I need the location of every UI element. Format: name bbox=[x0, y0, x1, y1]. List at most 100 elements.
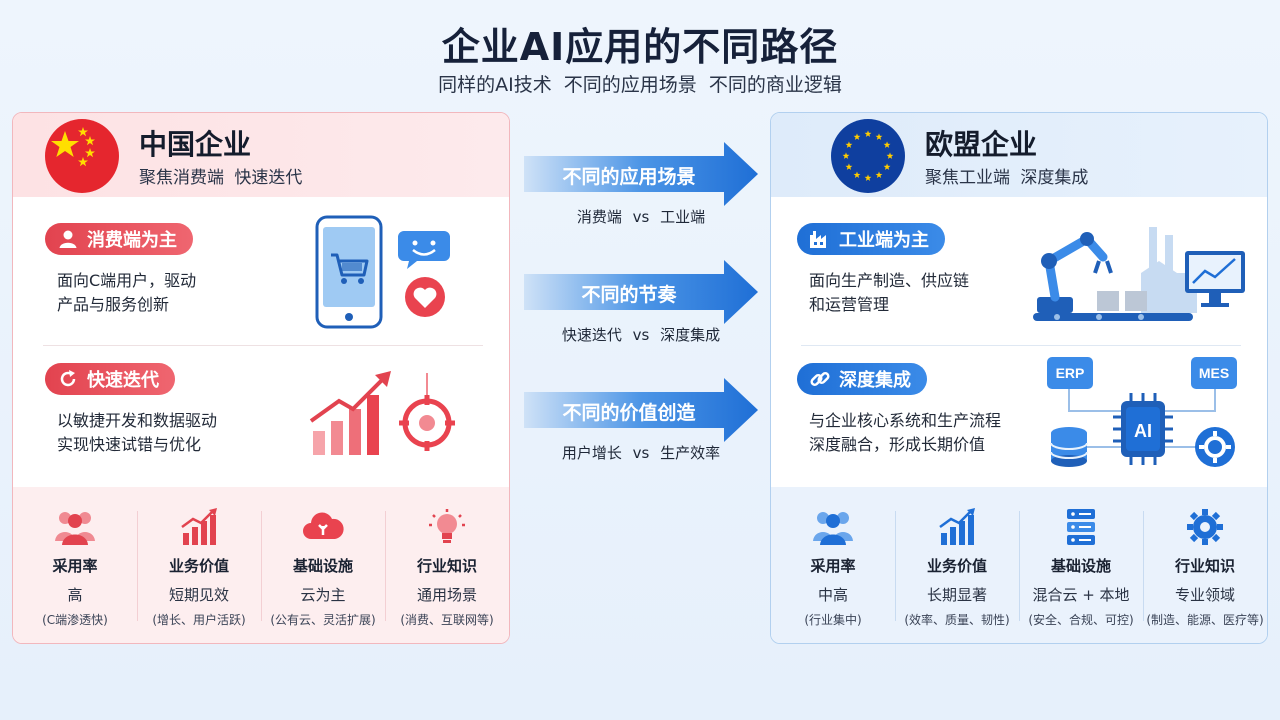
eu-title: 欧盟企业 bbox=[925, 128, 1038, 161]
china-divider bbox=[43, 345, 483, 346]
comparison-label: 不同的节奏 bbox=[581, 284, 677, 306]
eu-metrics: 采用率 中高 (行业集中) 业务价值 长期显著 (效率、质量、韧性) 基础设施 … bbox=[771, 487, 1267, 643]
eu-feature2-desc-line2: 深度融合，形成长期价值 bbox=[809, 435, 986, 454]
china-feature1-desc-line2: 产品与服务创新 bbox=[57, 295, 170, 314]
china-feature2-badge: 快速迭代 bbox=[45, 363, 175, 395]
eu-flag-star bbox=[845, 163, 853, 170]
monitor-chart-icon bbox=[1185, 251, 1245, 307]
cloud-icon bbox=[261, 507, 385, 547]
china-metric-industry-knowledge: 行业知识 通用场景 (消费、互联网等) bbox=[385, 487, 509, 643]
erp-label: ERP bbox=[1056, 365, 1085, 381]
china-feature1-desc: 面向C端用户，驱动 产品与服务创新 bbox=[57, 269, 196, 317]
metric-label: 行业知识 bbox=[1174, 557, 1235, 575]
page-title: 企业AI应用的不同路径 bbox=[441, 25, 839, 69]
bar-chart-icon bbox=[137, 507, 261, 547]
eu-flag-star bbox=[853, 133, 861, 140]
metric-note: (效率、质量、韧性) bbox=[904, 613, 1010, 627]
metric-value: 云为主 bbox=[300, 586, 346, 604]
user-icon bbox=[57, 228, 79, 250]
eu-flag-star bbox=[875, 171, 883, 178]
bar-chart-icon bbox=[895, 507, 1019, 547]
eu-flag-star bbox=[875, 133, 883, 140]
metric-note: (消费、互联网等) bbox=[400, 613, 494, 627]
china-flag-icon bbox=[45, 119, 119, 193]
erp-box bbox=[1047, 357, 1093, 389]
china-feature2-desc-line1: 以敏捷开发和数据驱动 bbox=[57, 411, 218, 430]
comparison-arrow-pace: 不同的节奏 bbox=[524, 260, 758, 324]
eu-feature2-label: 深度集成 bbox=[839, 370, 911, 391]
metric-label: 基础设施 bbox=[1050, 557, 1111, 575]
eu-feature2-desc: 与企业核心系统和生产流程 深度融合，形成长期价值 bbox=[809, 409, 1001, 457]
comparison-vs-pace: 快速迭代 vs 深度集成 bbox=[561, 326, 721, 344]
ai-chip-icon: AI bbox=[1113, 393, 1173, 465]
eu-metric-adoption: 采用率 中高 (行业集中) bbox=[771, 487, 895, 643]
china-metrics: 采用率 高 (C端渗透快) 业务价值 短期见效 (增长、用户活跃) 基础设施 云… bbox=[13, 487, 509, 643]
conveyor-icon bbox=[1033, 291, 1193, 321]
eu-feature1-badge: 工业端为主 bbox=[797, 223, 945, 255]
china-feature2-desc: 以敏捷开发和数据驱动 实现快速试错与优化 bbox=[57, 409, 217, 457]
comparison-arrow-value: 不同的价值创造 bbox=[524, 378, 758, 442]
users-icon bbox=[13, 507, 137, 547]
comparison-vs-scenario: 消费端 vs 工业端 bbox=[576, 208, 706, 226]
metric-value: 混合云 + 本地 bbox=[1032, 586, 1130, 604]
lightbulb-icon bbox=[385, 507, 509, 547]
eu-feature1-desc-line1: 面向生产制造、供应链 bbox=[809, 271, 970, 290]
metric-label: 行业知识 bbox=[416, 557, 477, 575]
metric-value: 中高 bbox=[817, 586, 848, 604]
page-subtitle: 同样的AI技术 不同的应用场景 不同的商业逻辑 bbox=[438, 74, 842, 96]
china-subtitle: 聚焦消费端 快速迭代 bbox=[139, 168, 303, 188]
metric-value: 专业领域 bbox=[1174, 586, 1235, 604]
phone-shopping-illustration bbox=[315, 215, 450, 329]
eu-divider bbox=[801, 345, 1241, 346]
metric-label: 业务价值 bbox=[168, 557, 229, 575]
metric-note: (C端渗透快) bbox=[42, 613, 108, 627]
metric-label: 采用率 bbox=[810, 557, 856, 575]
smile-bubble-icon bbox=[398, 231, 450, 269]
eu-flag-star bbox=[864, 174, 872, 181]
eu-subtitle: 聚焦工业端 深度集成 bbox=[925, 168, 1089, 188]
metric-value: 高 bbox=[67, 586, 83, 604]
link-icon bbox=[809, 368, 831, 390]
china-feature2-desc-line2: 实现快速试错与优化 bbox=[57, 435, 202, 454]
eu-flag-star bbox=[842, 152, 850, 159]
eu-flag-star bbox=[864, 130, 872, 137]
metric-label: 采用率 bbox=[52, 557, 98, 575]
china-metric-adoption: 采用率 高 (C端渗透快) bbox=[13, 487, 137, 643]
eu-metric-industry-knowledge: 行业知识 专业领域 (制造、能源、医疗等) bbox=[1143, 487, 1267, 643]
users-icon bbox=[771, 507, 895, 547]
eu-flag-star bbox=[845, 141, 853, 148]
eu-feature1-label: 工业端为主 bbox=[839, 230, 929, 251]
metric-value: 长期显著 bbox=[926, 586, 987, 604]
eu-feature2-desc-line1: 与企业核心系统和生产流程 bbox=[809, 411, 1002, 430]
target-icon bbox=[399, 373, 455, 451]
growth-bars-icon bbox=[309, 371, 391, 455]
eu-feature2-badge: 深度集成 bbox=[797, 363, 927, 395]
ai-chip-label: AI bbox=[1134, 421, 1152, 441]
china-feature2-label: 快速迭代 bbox=[87, 370, 159, 391]
ai-integration-illustration: ERP MES AI bbox=[1047, 357, 1237, 467]
eu-metric-business-value: 业务价值 长期显著 (效率、质量、韧性) bbox=[895, 487, 1019, 643]
cart-icon bbox=[331, 253, 369, 284]
mes-label: MES bbox=[1199, 365, 1229, 381]
gear-icon bbox=[1195, 427, 1235, 467]
eu-flag-icon bbox=[831, 119, 905, 193]
factory-icon bbox=[809, 228, 831, 250]
metric-note: (安全、合规、可控) bbox=[1028, 613, 1134, 627]
china-title: 中国企业 bbox=[139, 128, 252, 161]
china-feature1-label: 消费端为主 bbox=[87, 230, 177, 251]
comparison-label: 不同的价值创造 bbox=[562, 402, 696, 424]
china-feature1-desc-line1: 面向C端用户，驱动 bbox=[57, 271, 197, 290]
china-panel: 中国企业 聚焦消费端 快速迭代 消费端为主 面向C端用户，驱动 产品与服务创新 bbox=[12, 112, 510, 644]
eu-panel: 欧盟企业 聚焦工业端 深度集成 工业端为主 面向生产制造、供应链 和运营管理 bbox=[770, 112, 1268, 644]
eu-feature1-desc: 面向生产制造、供应链 和运营管理 bbox=[809, 269, 969, 317]
gear-icon bbox=[1143, 507, 1267, 547]
eu-metric-infrastructure: 基础设施 混合云 + 本地 (安全、合规、可控) bbox=[1019, 487, 1143, 643]
metric-value: 通用场景 bbox=[416, 586, 477, 604]
robot-arm-icon bbox=[1037, 232, 1113, 313]
heart-bubble-icon bbox=[405, 277, 445, 317]
comparison-label: 不同的应用场景 bbox=[562, 166, 696, 188]
comparison-vs-value: 用户增长 vs 生产效率 bbox=[561, 444, 721, 462]
growth-target-illustration bbox=[309, 371, 455, 455]
database-icon bbox=[1050, 427, 1088, 467]
metric-note: (制造、能源、医疗等) bbox=[1146, 613, 1264, 627]
